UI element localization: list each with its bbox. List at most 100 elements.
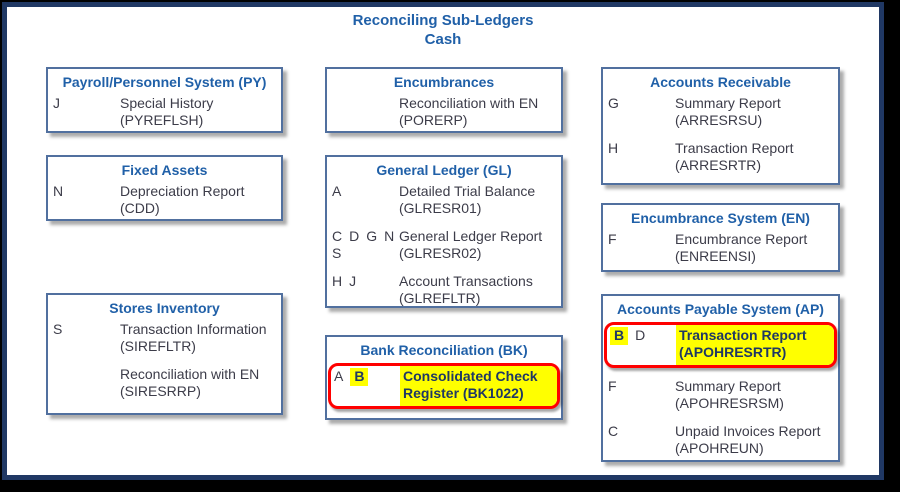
report-code: (ARRESRTR) <box>675 157 762 173</box>
report-item: C Unpaid Invoices Report(APOHREUN) <box>603 423 838 457</box>
ledger-codes: F <box>603 378 675 395</box>
report-code: (GLRESR02) <box>399 245 482 261</box>
report-code: (PORERP) <box>399 112 468 128</box>
report-label: Detailed Trial Balance(GLRESR01) <box>399 183 561 217</box>
ledger-code: A <box>334 368 344 384</box>
ledger-code: D <box>635 327 646 343</box>
ledger-code: S <box>53 321 63 337</box>
ledger-code: S <box>332 245 342 261</box>
ledger-codes: G <box>603 95 675 112</box>
report-label: Reconciliation with EN(PORERP) <box>399 95 561 129</box>
ledger-code: G <box>608 95 619 111</box>
report-label: Summary Report(ARRESRSU) <box>675 95 838 129</box>
ledger-code: H <box>608 140 619 156</box>
report-item: S Transaction Information(SIREFLTR) <box>48 321 281 355</box>
report-label: Encumbrance Report(ENREENSI) <box>675 231 838 265</box>
report-items: S Transaction Information(SIREFLTR) Reconc… <box>48 321 281 400</box>
report-label: Summary Report(APOHRESRSM) <box>675 378 838 412</box>
report-label: Transaction Information(SIREFLTR) <box>120 321 281 355</box>
page-title-line1: Reconciling Sub-Ledgers <box>352 12 534 29</box>
diagram-page: Reconciling Sub-Ledgers Cash Payroll/Per… <box>2 2 884 480</box>
report-label: Transaction Report(APOHRESRTR) <box>676 325 834 365</box>
report-code: (GLREFLTR) <box>399 290 481 306</box>
report-item: Reconciliation with EN(PORERP) <box>327 95 561 129</box>
report-name: Account Transactions <box>399 273 533 289</box>
ledger-code: H <box>332 273 343 289</box>
report-name: Depreciation Report <box>120 183 245 199</box>
box-header: Encumbrances <box>393 74 495 90</box>
report-name: Summary Report <box>675 378 781 394</box>
report-name: Reconciliation with EN <box>120 366 260 382</box>
ledger-code: C <box>608 423 619 439</box>
ledger-code: G <box>366 228 378 244</box>
report-item: A Detailed Trial Balance(GLRESR01) <box>327 183 561 217</box>
ledger-code: D <box>349 228 360 244</box>
report-code: Register (BK1022) <box>403 385 524 401</box>
ledger-codes: S <box>48 321 120 338</box>
report-code: (APOHRESRSM) <box>675 395 784 411</box>
box-header: Stores Inventory <box>109 300 220 316</box>
report-label: Account Transactions(GLREFLTR) <box>399 273 561 307</box>
box-header: Bank Reconciliation (BK) <box>360 342 528 358</box>
report-items: J Special History(PYREFLSH) <box>48 95 281 129</box>
report-code: (ARRESRSU) <box>675 112 763 128</box>
page-title: Reconciling Sub-Ledgers Cash <box>7 11 879 49</box>
ledger-code: N <box>53 183 64 199</box>
ledger-code: C <box>332 228 343 244</box>
report-code: (APOHRESRTR) <box>679 344 787 360</box>
ledger-code-highlighted: B <box>350 368 369 386</box>
ledger-codes: F <box>603 231 675 248</box>
report-items: N Depreciation Report(CDD) <box>48 183 281 217</box>
report-name: Detailed Trial Balance <box>399 183 536 199</box>
report-code: (CDD) <box>120 200 160 216</box>
report-code: (GLRESR01) <box>399 200 482 216</box>
report-code: (ENREENSI) <box>675 248 756 264</box>
report-name: Consolidated Check <box>403 368 538 384</box>
box-header: Accounts Payable System (AP) <box>617 301 824 317</box>
report-label: Special History(PYREFLSH) <box>120 95 281 129</box>
page-title-line2: Cash <box>424 31 462 48</box>
box-header: Accounts Receivable <box>650 74 791 90</box>
ledger-code: J <box>349 273 357 289</box>
ledger-code: J <box>53 95 60 111</box>
ledger-codes: J <box>48 95 120 112</box>
report-code: (PYREFLSH) <box>120 112 204 128</box>
ledger-code: A <box>332 183 342 199</box>
report-name: Unpaid Invoices Report <box>675 423 821 439</box>
report-item: G Summary Report(ARRESRSU) <box>603 95 838 129</box>
ledger-codes: A <box>327 183 399 200</box>
report-label: Reconciliation with EN(SIRESRRP) <box>120 366 281 400</box>
report-name: General Ledger Report <box>399 228 543 244</box>
report-label: Unpaid Invoices Report(APOHREUN) <box>675 423 838 457</box>
box-header: Payroll/Personnel System (PY) <box>62 74 267 90</box>
report-name: Transaction Report <box>679 327 807 343</box>
report-item: F Encumbrance Report(ENREENSI) <box>603 231 838 265</box>
report-items: F Encumbrance Report(ENREENSI) <box>603 231 838 265</box>
report-code: (SIREFLTR) <box>120 338 196 354</box>
report-item: J Special History(PYREFLSH) <box>48 95 281 129</box>
box-header: Encumbrance System (EN) <box>631 210 810 226</box>
ledger-code: F <box>608 231 617 247</box>
report-code: (APOHREUN) <box>675 440 764 456</box>
box-header: Fixed Assets <box>121 162 208 178</box>
report-name: Special History <box>120 95 214 111</box>
ledger-codes: C <box>603 423 675 440</box>
